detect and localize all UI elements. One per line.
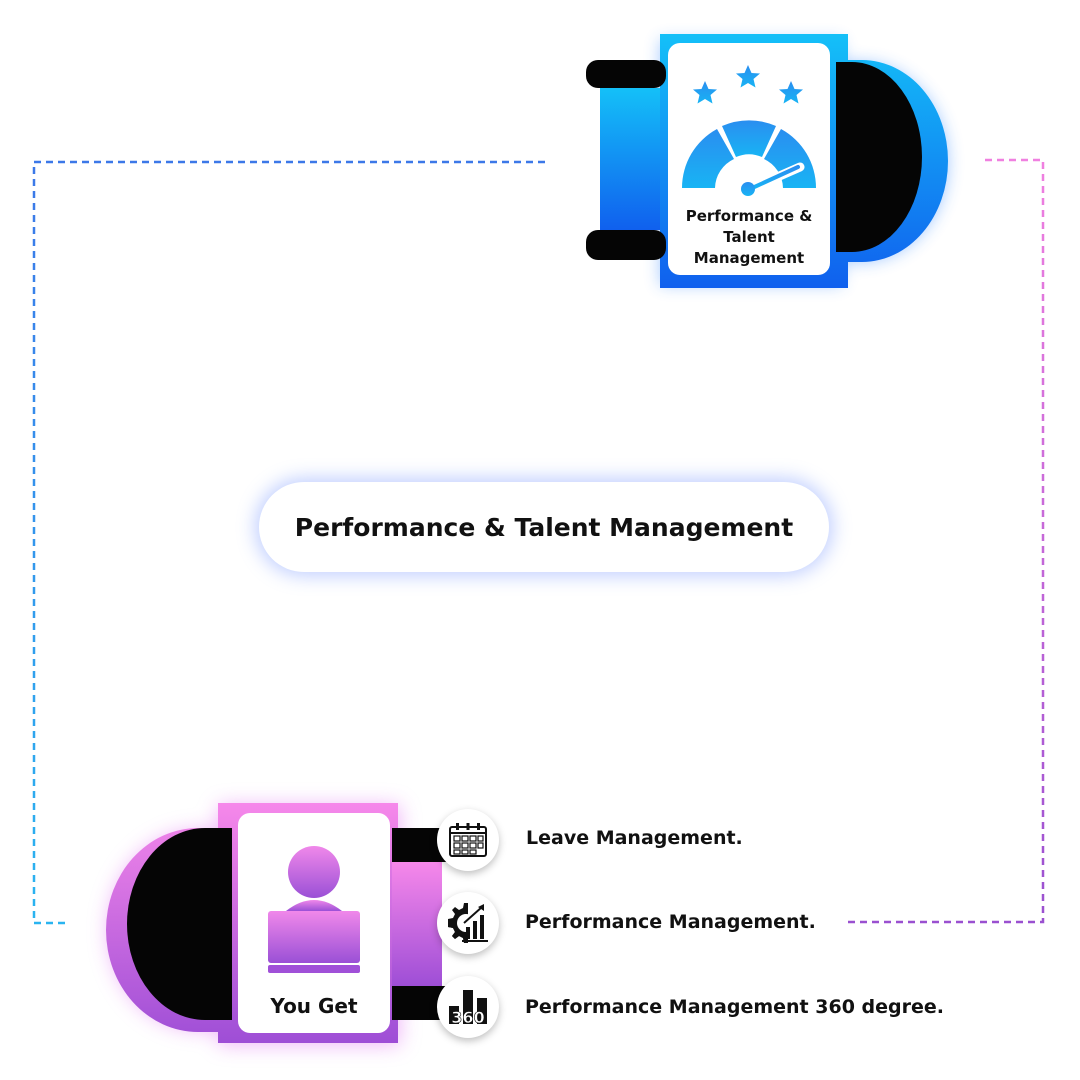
speedometer-stars-icon	[681, 65, 817, 196]
item-label-performance: Performance Management.	[525, 911, 816, 933]
top-card: Performance & Talent Management	[668, 43, 830, 275]
bottom-card: You Get	[238, 813, 390, 1033]
center-title: Performance & Talent Management	[294, 512, 794, 542]
left-connector-line	[32, 160, 545, 925]
360-icon: 360	[449, 990, 487, 1027]
item-icon-circle	[437, 809, 499, 871]
right-connector-line	[848, 158, 1045, 924]
top-card-label: Performance & Talent Management	[685, 207, 813, 267]
gear-chart-icon	[448, 903, 488, 943]
bottom-card-label: You Get	[270, 994, 358, 1018]
user-laptop-icon	[268, 846, 360, 973]
item-label-leave: Leave Management.	[526, 827, 743, 849]
item-label-360: Performance Management 360 degree.	[525, 996, 944, 1018]
calendar-icon	[449, 823, 487, 857]
item-icon-circle	[437, 892, 499, 954]
center-title-pill: Performance & Talent Management	[259, 482, 829, 572]
svg-text:360: 360	[451, 1008, 484, 1027]
item-icon-circle: 360	[437, 976, 499, 1038]
